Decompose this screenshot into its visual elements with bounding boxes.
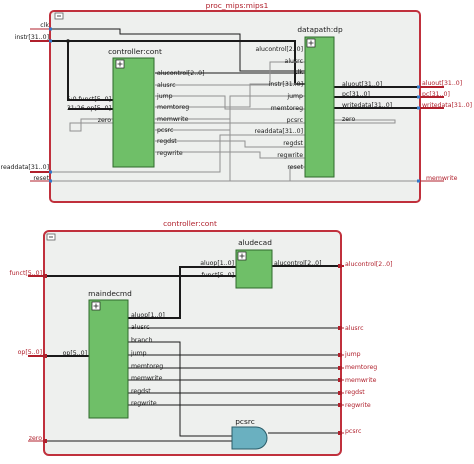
pc-out-label: pc[31..0] xyxy=(422,91,450,98)
reset-label: reset xyxy=(33,175,49,182)
datapath-in-memtoreg: memtoreg xyxy=(271,105,303,112)
datapath-in-regdst: regdst xyxy=(283,140,303,147)
datapath-in-regwrite: regwrite xyxy=(277,152,303,159)
datapath-out-pc: pc[31..0] xyxy=(342,91,370,98)
op-in-label: op[5..0] xyxy=(18,349,42,356)
maindecmd-in-op: op[5..0] xyxy=(63,350,87,357)
memwrite-out-label: memwrite xyxy=(426,175,458,182)
maindecmd-block[interactable]: maindecmd op[5..0] aluop[1..0] alusrc br… xyxy=(63,289,165,419)
top-output-pins: aluout[31..0] pc[31..0] writedata[31..0]… xyxy=(418,80,472,182)
regwrite-out-label: regwrite xyxy=(345,402,371,409)
datapath-in-reset: reset xyxy=(287,164,303,171)
controller-title: controller:cont xyxy=(108,47,162,56)
maindecmd-out-memwrite: memwrite xyxy=(131,375,163,382)
aludecad-in-aluop: aluop[1..0] xyxy=(200,260,234,267)
controller-in-zero: zero xyxy=(98,117,111,124)
datapath-in-readdata: readdata[31..0] xyxy=(255,128,303,135)
memtoreg-out-label: memtoreg xyxy=(345,364,377,371)
aluout-out-label: aluout[31..0] xyxy=(422,80,462,87)
memwrite-out-label: memwrite xyxy=(345,377,377,384)
aludecad-out-alucontrol: alucontrol[2..0] xyxy=(274,260,322,267)
pcsrc-out-label: pcsrc xyxy=(345,428,362,435)
and-gate-icon xyxy=(231,426,268,450)
datapath-in-pcsrc: pcsrc xyxy=(287,117,304,124)
datapath-in-alusrc: alusrc xyxy=(285,58,304,65)
datapath-in-alucontrol: alucontrol[2..0] xyxy=(255,46,303,53)
controller-out-pcsrc: pcsrc xyxy=(157,127,174,134)
bottom-wires xyxy=(46,265,339,442)
controller-out-memtoreg: memtoreg xyxy=(157,104,189,111)
datapath-out-writedata: writedata[31..0] xyxy=(342,102,392,109)
clk-label: clk xyxy=(40,22,49,29)
jump-out-label: jump xyxy=(344,351,361,358)
datapath-block[interactable]: datapath:dp alucontrol[2..0] alusrc clk … xyxy=(255,25,393,178)
controller-in-funct: 5:0 funct[5..0] xyxy=(67,96,111,103)
top-input-pins: clk instr[31..0] readdata[31..0] reset xyxy=(1,22,52,182)
bottom-input-pins: funct[5..0] op[5..0] zero xyxy=(10,270,46,442)
maindecmd-out-memtoreg: memtoreg xyxy=(131,363,163,370)
bottom-pin-markers xyxy=(43,264,342,443)
top-title: proc_mips:mips1 xyxy=(206,1,269,10)
datapath-title: datapath:dp xyxy=(297,25,343,34)
pcsrc-gate-title: pcsrc xyxy=(235,417,255,426)
controller-out-memwrite: memwrite xyxy=(157,116,189,123)
top-schematic: proc_mips:mips1 clk instr[31..0] readdat… xyxy=(1,1,472,203)
maindecmd-out-regdst: regdst xyxy=(131,388,151,395)
top-pin-markers xyxy=(49,27,420,183)
datapath-in-jump: jump xyxy=(286,93,303,100)
maindecmd-out-branch: branch xyxy=(131,337,153,344)
bottom-output-pins: alucontrol[2..0] alusrc jump memtoreg me… xyxy=(339,261,393,435)
bottom-schematic: controller:cont funct[5..0] op[5..0] zer… xyxy=(10,219,393,456)
aludecad-title: aludecad xyxy=(238,238,272,247)
controller-in-op: 31:26 op[5..0] xyxy=(67,105,111,112)
aludecad-in-funct: funct[5..0] xyxy=(202,272,234,279)
instr-label: instr[31..0] xyxy=(15,34,49,41)
datapath-in-clk: clk xyxy=(294,69,303,76)
alusrc-out-label: alusrc xyxy=(345,325,364,332)
controller-out-regdst: regdst xyxy=(157,138,177,145)
maindecmd-out-jump: jump xyxy=(130,350,147,357)
zero-in-label: zero xyxy=(29,435,42,442)
pcsrc-gate[interactable]: pcsrc xyxy=(231,417,268,450)
top-wires xyxy=(52,28,418,182)
controller-out-alusrc: alusrc xyxy=(157,82,176,89)
controller-out-jump: jump xyxy=(156,93,173,100)
readdata-label: readdata[31..0] xyxy=(1,164,49,171)
controller-block[interactable]: controller:cont 5:0 funct[5..0] 31:26 op… xyxy=(67,47,205,168)
alucontrol-out-label: alucontrol[2..0] xyxy=(345,261,393,268)
datapath-out-aluout: aluout[31..0] xyxy=(342,81,382,88)
maindecmd-out-regwrite: regwrite xyxy=(131,400,157,407)
datapath-in-instr: instr[31..0] xyxy=(269,81,303,88)
funct-in-label: funct[5..0] xyxy=(10,270,42,277)
regdst-out-label: regdst xyxy=(345,389,365,396)
maindecmd-title: maindecmd xyxy=(88,289,132,298)
aludecad-block[interactable]: aludecad aluop[1..0] funct[5..0] alucont… xyxy=(200,238,322,289)
datapath-out-zero: zero xyxy=(342,116,355,123)
maindecmd-out-alusrc: alusrc xyxy=(131,324,150,331)
bottom-title: controller:cont xyxy=(163,219,217,228)
maindecmd-out-aluop: aluop[1..0] xyxy=(131,312,165,319)
controller-out-regwrite: regwrite xyxy=(157,150,183,157)
controller-out-alucontrol: alucontrol[2..0] xyxy=(157,70,205,77)
writedata-out-label: writedata[31..0] xyxy=(422,102,472,109)
